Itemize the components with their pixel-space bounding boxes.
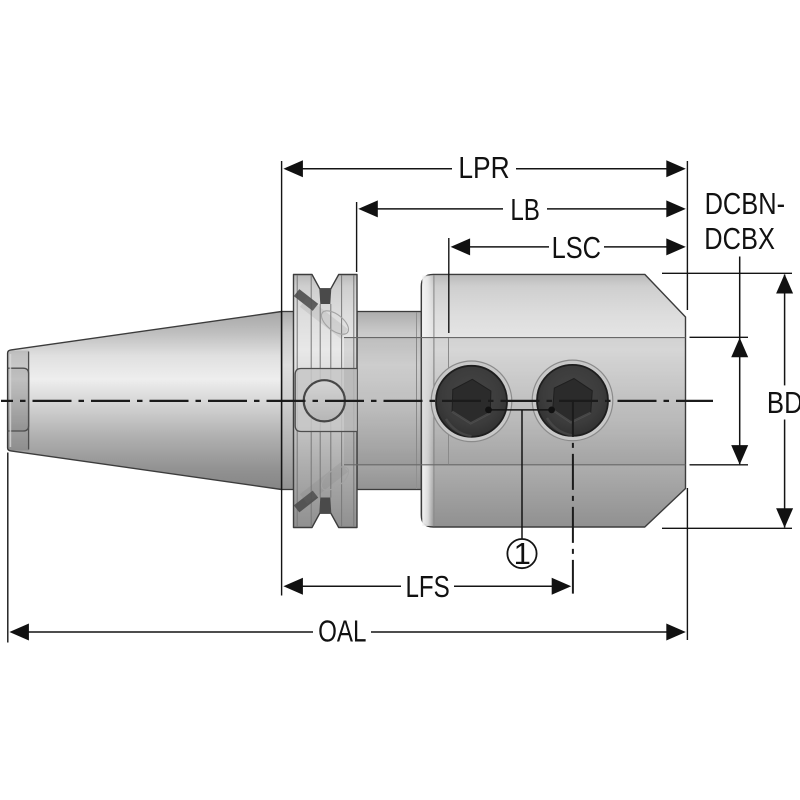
- svg-text:LFS: LFS: [405, 569, 449, 604]
- svg-text:LSC: LSC: [552, 231, 601, 266]
- svg-text:LPR: LPR: [458, 151, 509, 185]
- svg-text:DCBN-: DCBN-: [705, 187, 785, 222]
- svg-text:BD: BD: [767, 386, 800, 421]
- svg-text:1: 1: [514, 536, 531, 571]
- svg-text:DCBX: DCBX: [704, 222, 775, 257]
- svg-text:LB: LB: [510, 192, 540, 227]
- svg-text:OAL: OAL: [318, 614, 366, 649]
